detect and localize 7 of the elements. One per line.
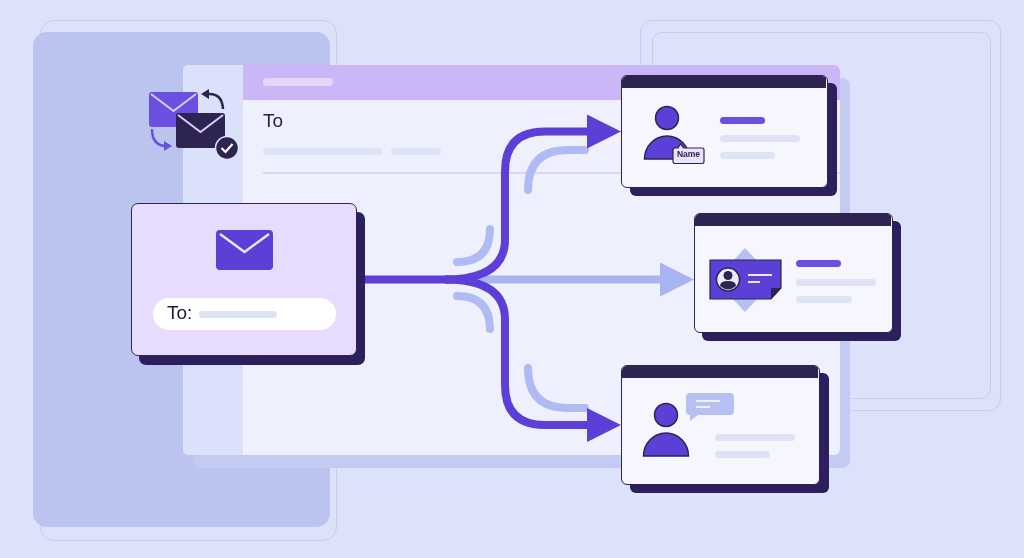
name-tag: Name (672, 143, 705, 164)
profile-card (621, 75, 837, 196)
field-label: To: (167, 302, 193, 324)
email-card (131, 203, 365, 365)
profile-card (621, 365, 829, 493)
profile-card (694, 213, 901, 341)
field-label: To (263, 110, 284, 132)
